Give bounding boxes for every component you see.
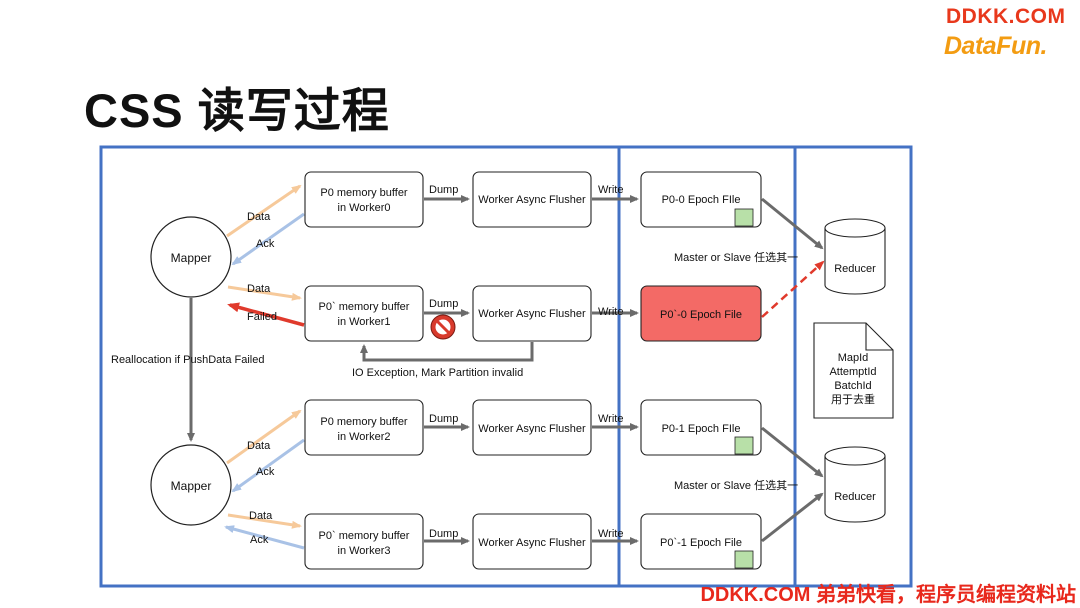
buffer-worker3-line2: in Worker3: [338, 545, 391, 557]
reallocation-label: Reallocation if PushData Failed: [111, 354, 264, 366]
write-label-1: Write: [598, 306, 623, 318]
reducer-top-label: Reducer: [834, 263, 876, 275]
datafun-logo: DataFun.: [944, 32, 1047, 60]
frame-reducer-region: [793, 145, 913, 588]
buffer-worker0-line2: in Worker0: [338, 202, 391, 214]
write-label-2: Write: [598, 413, 623, 425]
failed-arrow: [227, 302, 305, 327]
io-exception-arrow: [360, 342, 534, 362]
master-slave-bottom-label: Master or Slave 任选其一: [674, 479, 798, 492]
ack-arrow-0: [231, 212, 305, 266]
flusher-worker3-box: [472, 513, 592, 570]
write-label-0: Write: [598, 184, 623, 196]
epoch-file-1-box-failed: [640, 285, 762, 342]
read-arrow-bottom-b: [761, 492, 824, 543]
mapper-bottom-node: [150, 444, 232, 526]
buffer-worker2-box: [304, 399, 424, 456]
footer-watermark: DDKK.COM 弟弟快看，程序员编程资料站: [700, 584, 1076, 606]
ack-label-0: Ack: [256, 238, 275, 250]
io-exception-label: IO Exception, Mark Partition invalid: [352, 367, 523, 379]
mapper-bottom-label: Mapper: [171, 479, 212, 493]
reducer-bottom-label: Reducer: [834, 491, 876, 503]
brand-top-text: DDKK.COM: [946, 5, 1066, 28]
flusher-worker0-label: Worker Async Flusher: [478, 194, 586, 206]
epoch-file-2-label: P0-1 Epoch FIle: [662, 423, 741, 435]
ack-arrow-2: [231, 438, 305, 493]
buffer-worker1-box: [304, 285, 424, 342]
flusher-worker0-box: [472, 171, 592, 228]
note-line-4: 用于去重: [831, 392, 875, 406]
epoch-file-0-box: [640, 171, 762, 228]
data-label-3: Data: [249, 510, 273, 522]
data-label-0: Data: [247, 211, 271, 223]
buffer-worker1-line1: P0` memory buffer: [319, 301, 410, 313]
data-arrow-2: [226, 409, 302, 465]
epoch-file-3-label: P0`-1 Epoch File: [660, 537, 742, 549]
write-label-3: Write: [598, 528, 623, 540]
ack-arrow-3: [224, 525, 305, 550]
epoch-file-1-label: P0`-0 Epoch File: [660, 309, 742, 321]
note-line-2: AttemptId: [829, 366, 876, 378]
flusher-worker2-label: Worker Async Flusher: [478, 423, 586, 435]
note-line-3: BatchId: [834, 380, 871, 392]
dedup-note-doc: [813, 322, 894, 419]
mapper-top-node: [150, 216, 232, 298]
read-arrow-top: [761, 197, 824, 250]
epoch-file-3-badge: [734, 550, 754, 569]
dedup-note-fold: [865, 323, 893, 351]
prohibited-icon: [430, 314, 456, 340]
dump-label-3: Dump: [429, 528, 458, 540]
flusher-worker3-label: Worker Async Flusher: [478, 537, 586, 549]
epoch-file-3-box: [640, 513, 762, 570]
data-arrow-3: [227, 513, 302, 529]
buffer-worker1-line2: in Worker1: [338, 316, 391, 328]
mapper-top-label: Mapper: [171, 251, 212, 265]
dump-label-0: Dump: [429, 184, 458, 196]
ack-label-3: Ack: [250, 534, 269, 546]
reducer-bottom-node: [824, 446, 886, 523]
page-title: CSS 读写过程: [84, 84, 390, 137]
data-label-2: Data: [247, 440, 271, 452]
data-arrow-1: [227, 285, 302, 301]
buffer-worker0-box: [304, 171, 424, 228]
read-arrow-bottom-a: [761, 426, 824, 478]
dump-label-1: Dump: [429, 298, 458, 310]
buffer-worker3-line1: P0` memory buffer: [319, 530, 410, 542]
data-arrow-0: [226, 184, 302, 238]
ack-label-2: Ack: [256, 466, 275, 478]
epoch-file-2-badge: [734, 436, 754, 455]
dashed-read-arrow: [761, 260, 825, 318]
dump-label-2: Dump: [429, 413, 458, 425]
buffer-worker2-line2: in Worker2: [338, 431, 391, 443]
data-label-1: Data: [247, 283, 271, 295]
buffer-worker3-box: [304, 513, 424, 570]
note-line-1: MapId: [838, 352, 869, 364]
flusher-worker2-box: [472, 399, 592, 456]
buffer-worker0-line1: P0 memory buffer: [320, 187, 408, 199]
epoch-file-0-label: P0-0 Epoch FIle: [662, 194, 741, 206]
epoch-file-2-box: [640, 399, 762, 456]
master-slave-top-label: Master or Slave 任选其一: [674, 251, 798, 264]
reducer-top-node: [824, 218, 886, 295]
flusher-worker1-box: [472, 285, 592, 342]
failed-label: Failed: [247, 311, 277, 323]
buffer-worker2-line1: P0 memory buffer: [320, 416, 408, 428]
flusher-worker1-label: Worker Async Flusher: [478, 308, 586, 320]
epoch-file-0-badge: [734, 208, 754, 227]
